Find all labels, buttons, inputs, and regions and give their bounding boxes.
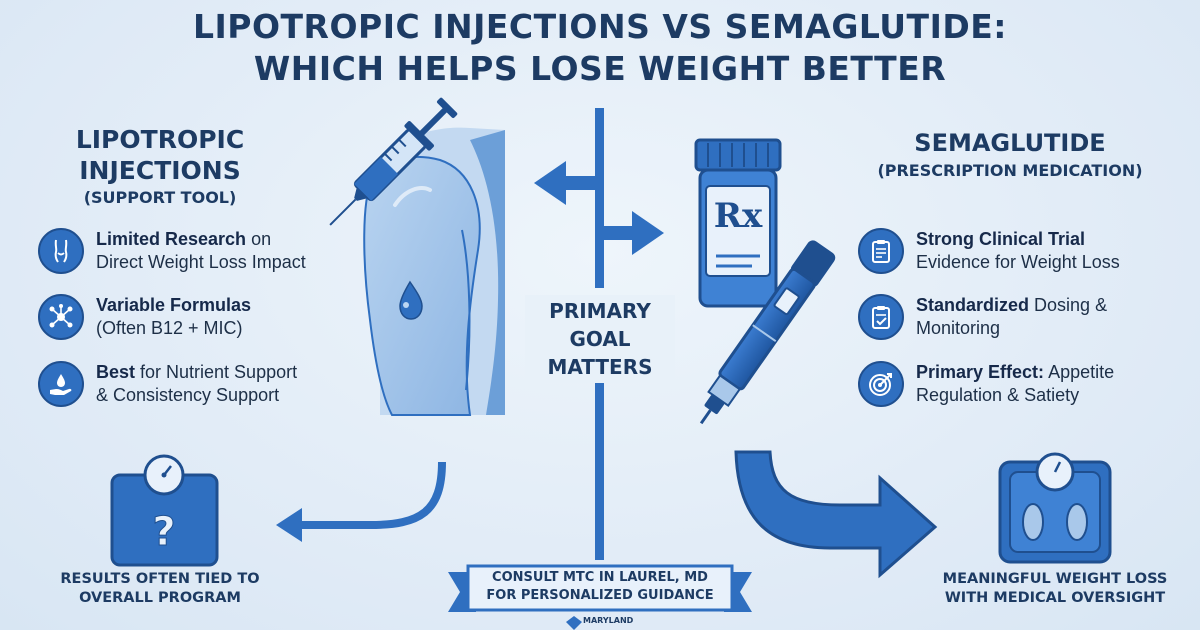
feature-rest: on [246,229,272,249]
feature-line2: (Often B12 + MIC) [96,318,243,338]
center-divider [595,108,604,560]
feature-line2: Direct Weight Loss Impact [96,252,306,272]
primary-goal-label: PRIMARY GOAL MATTERS [525,295,675,383]
syringe-icon [329,97,458,226]
injection-pen-icon [699,240,836,425]
right-result-line-2: WITH MEDICAL OVERSIGHT [944,590,1166,606]
center-line-3: MATTERS [547,355,653,379]
clipboard-check-icon [858,294,904,340]
lipotropic-heading: LIPOTROPIC INJECTIONS (SUPPORT TOOL) [40,124,280,210]
left-feature-formulas: Variable Formulas (Often B12 + MIC) [38,294,251,340]
banner-ribbon-icon [448,564,752,612]
scale-feet-icon [998,452,1112,564]
left-feature-text: Limited Research on Direct Weight Loss I… [96,228,306,274]
bottle-rx-label: Rx [713,196,763,236]
feature-line2: Monitoring [916,318,1001,338]
right-subheading: (PRESCRIPTION MEDICATION) [877,161,1143,180]
molecule-icon [38,294,84,340]
left-feature-text: Best for Nutrient Support & Consistency … [96,361,297,407]
right-feature-text: Strong Clinical Trial Evidence for Weigh… [916,228,1120,274]
feature-bold: Strong Clinical Trial [916,229,1086,249]
shoulder-illustration-icon [363,127,505,416]
left-feature-research: Limited Research on Direct Weight Loss I… [38,228,306,274]
semaglutide-heading: SEMAGLUTIDE (PRESCRIPTION MEDICATION) [840,128,1180,183]
center-line-2: GOAL [569,327,631,351]
feature-bold: Standardized [916,295,1030,315]
feature-rest: Appetite [1044,362,1115,382]
title-line-1: LIPOTROPIC INJECTIONS VS SEMAGLUTIDE: [193,7,1007,46]
right-heading-main: SEMAGLUTIDE [914,129,1106,157]
svg-text:?: ? [152,509,175,555]
banner-line-2: FOR PERSONALIZED GUIDANCE [486,588,714,603]
feature-bold: Limited Research [96,229,247,249]
feature-bold: Best [96,362,136,382]
left-feature-text: Variable Formulas (Often B12 + MIC) [96,294,251,340]
prescription-bottle-icon [694,138,782,308]
arrow-right-icon [602,211,664,255]
left-result-text: RESULTS OFTEN TIED TO OVERALL PROGRAM [40,570,280,608]
title-line-2: WHICH HELPS LOSE WEIGHT BETTER [253,49,947,88]
logo-text: MARYLAND [583,616,634,625]
body-icon [38,228,84,274]
scale-question-icon: ? [110,454,219,567]
feature-line2: & Consistency Support [96,385,280,405]
right-feature-text: Primary Effect: Appetite Regulation & Sa… [916,361,1114,407]
right-result-line-1: MEANINGFUL WEIGHT LOSS [942,571,1168,587]
left-heading-line-1: LIPOTROPIC [75,125,245,154]
feature-bold: Variable Formulas [96,295,252,315]
feature-line2: Regulation & Satiety [916,385,1080,405]
left-result-line-1: RESULTS OFTEN TIED TO [60,571,260,587]
center-line-1: PRIMARY [549,299,651,323]
right-feature-evidence: Strong Clinical Trial Evidence for Weigh… [858,228,1120,274]
left-heading-line-2: INJECTIONS [79,156,241,185]
right-feature-dosing: Standardized Dosing & Monitoring [858,294,1107,340]
curved-arrow-left-icon [276,461,446,542]
banner-text: CONSULT MTC IN LAUREL, MD FOR PERSONALIZ… [462,569,738,605]
clipboard-icon [858,228,904,274]
left-subheading: (SUPPORT TOOL) [83,188,237,207]
hand-drop-icon [38,361,84,407]
right-feature-text: Standardized Dosing & Monitoring [916,294,1107,340]
feature-line2: Evidence for Weight Loss [916,252,1120,272]
consult-banner: CONSULT MTC IN LAUREL, MD FOR PERSONALIZ… [462,563,738,615]
right-feature-effect: Primary Effect: Appetite Regulation & Sa… [858,361,1114,407]
feature-rest: Dosing & [1029,295,1108,315]
curved-arrow-right-icon [734,450,938,579]
arrow-left-icon [534,161,598,205]
logo-icon [566,616,582,630]
target-icon [858,361,904,407]
feature-bold: Primary Effect: [916,362,1045,382]
feature-rest: for Nutrient Support [135,362,298,382]
left-result-line-2: OVERALL PROGRAM [79,590,241,606]
right-result-text: MEANINGFUL WEIGHT LOSS WITH MEDICAL OVER… [920,570,1190,608]
banner-line-1: CONSULT MTC IN LAUREL, MD [492,570,708,585]
page-title: LIPOTROPIC INJECTIONS VS SEMAGLUTIDE: WH… [0,6,1200,90]
left-feature-best: Best for Nutrient Support & Consistency … [38,361,297,407]
